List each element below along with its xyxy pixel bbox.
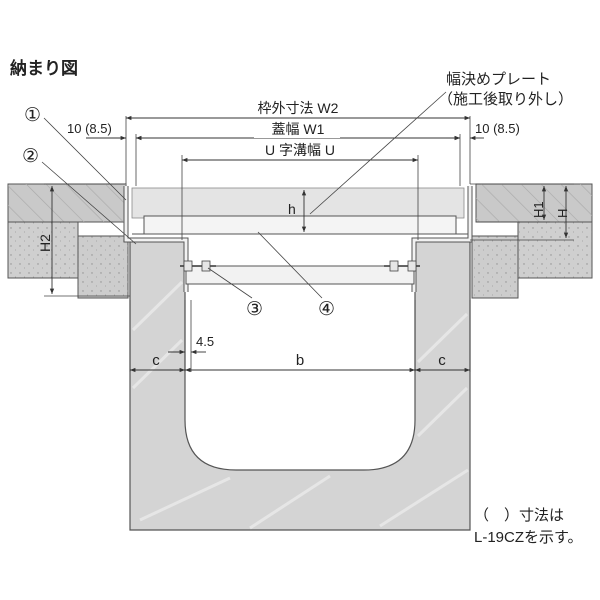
label-h1: H1 <box>531 201 546 218</box>
label-gap: 4.5 <box>196 334 214 349</box>
bolt-left <box>180 260 216 272</box>
dim-w1: 蓋幅 W1 <box>136 121 460 141</box>
dim-c-b-c: c b c <box>130 352 470 373</box>
label-frame-outer: 枠外寸法 W2 <box>258 100 339 116</box>
bolt-right <box>384 260 420 272</box>
pavement-left <box>7 183 129 299</box>
size-note: （ ）寸法は L-19CZを示す。 <box>474 507 583 546</box>
label-u-channel-width: U 字溝幅 U <box>265 142 335 158</box>
dim-h1-h: H1 H <box>470 183 574 241</box>
label-b: b <box>296 352 304 369</box>
callout-3-label: ③ <box>246 299 263 320</box>
dim-gap: 4.5 <box>168 334 214 355</box>
label-c-right: c <box>438 352 446 369</box>
dim-h: h <box>288 190 307 232</box>
u-channel-body <box>129 239 471 531</box>
callout-2: ② <box>22 146 137 245</box>
dim-u: U 字溝幅 U <box>182 142 418 163</box>
extension-lines <box>125 116 471 372</box>
callout-4-label: ④ <box>318 299 335 320</box>
callout-1-label: ① <box>24 105 41 126</box>
plate-callout-line1: 幅決めプレート <box>446 71 551 88</box>
callout-3: ③ <box>207 267 263 320</box>
callout-2-label: ② <box>22 146 39 167</box>
dim-h2: H2 <box>37 183 130 297</box>
pavement-right <box>471 183 593 299</box>
plate-callout: 幅決めプレート （施工後取り外し） <box>309 71 573 215</box>
cover-grating <box>131 187 468 235</box>
dim-side-right: 10 (8.5) <box>446 121 520 141</box>
label-c-left: c <box>152 352 160 369</box>
label-big-h: H <box>555 209 570 218</box>
dim-w2: 枠外寸法 W2 <box>126 100 470 121</box>
callout-1: ① <box>24 105 127 201</box>
dim-side-left: 10 (8.5) <box>67 121 150 141</box>
size-note-line2: L-19CZを示す。 <box>474 529 583 546</box>
plate-callout-line2: （施工後取り外し） <box>438 91 573 108</box>
size-note-line1: （ ）寸法は <box>474 507 564 524</box>
label-h: h <box>288 201 296 217</box>
label-side-left: 10 (8.5) <box>67 121 112 136</box>
callout-4: ④ <box>257 231 335 320</box>
label-cover-width: 蓋幅 W1 <box>272 121 325 137</box>
diagram-title: 納まり図 <box>10 58 78 79</box>
label-h2: H2 <box>37 234 53 252</box>
label-side-right: 10 (8.5) <box>475 121 520 136</box>
